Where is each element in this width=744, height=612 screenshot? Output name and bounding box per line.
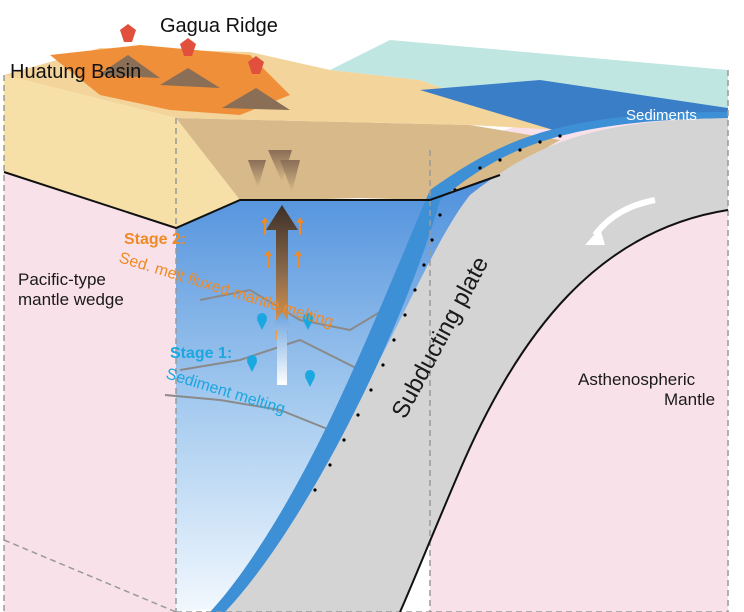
stage1-melt-arrow [270,312,294,385]
small-orange-arrows [261,217,304,268]
melt-drop-icons [247,313,315,387]
volcano-1 [98,24,160,78]
melt-plumes [248,150,300,192]
pacific-label-line2: mantle wedge [18,290,124,309]
crust-front-face [4,75,240,228]
left-mantle-face [4,172,178,612]
wedge-layer-lines [164,288,401,431]
moho-line [3,171,501,230]
huatung-basin-label: Huatung Basin [10,61,141,83]
stage2-title: Stage 2: [124,231,186,248]
box-outline [3,70,729,612]
stage1-title: Stage 1: [170,345,232,362]
sediment-layer [210,112,728,612]
volcano-3 [222,56,290,110]
asthenospheric-label-line2: Mantle [664,390,715,409]
sediments-label: Sediments [626,107,697,124]
plate-base-line [399,209,729,612]
pacific-label-line1: Pacific-type [18,270,106,289]
gagua-ridge-label: Gagua Ridge [160,15,278,37]
volcano-2 [160,38,220,88]
plate-motion-arrowhead [585,228,605,245]
stage2-melt-arrow [266,205,298,340]
asthenospheric-label-line1: Asthenospheric [578,370,696,389]
